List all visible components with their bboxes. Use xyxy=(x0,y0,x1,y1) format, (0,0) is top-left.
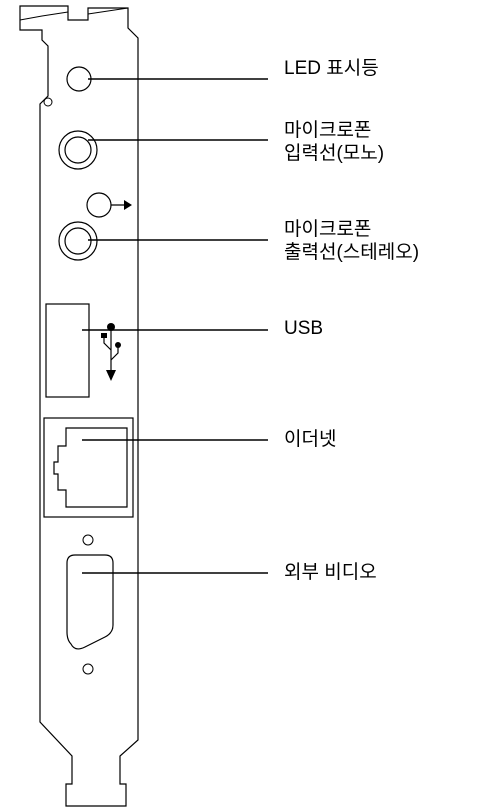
ethernet-port-outer xyxy=(43,417,134,518)
usb-trident-icon xyxy=(101,323,121,381)
video-screw-bottom xyxy=(82,663,94,675)
video-port xyxy=(66,554,114,650)
ethernet-label: 이더넷 xyxy=(284,429,337,450)
audio-out-arrow-icon xyxy=(86,192,132,218)
mic-out-label: 마이크로폰 출력선(스테레오) xyxy=(284,219,420,263)
mic-in-jack-outer xyxy=(58,130,98,170)
usb-label: USB xyxy=(284,318,324,339)
bracket-outline xyxy=(19,5,139,807)
led-label: LED 표시등 xyxy=(284,58,379,79)
bracket-notch xyxy=(43,97,53,107)
mic-out-jack-inner xyxy=(64,227,92,255)
mic-out-jack-outer xyxy=(58,221,98,261)
bracket-tab xyxy=(19,7,129,21)
ethernet-port-inner xyxy=(53,427,128,508)
video-screw-top xyxy=(82,534,94,546)
mic-in-jack-inner xyxy=(64,136,92,164)
usb-port xyxy=(45,303,90,398)
led-indicator xyxy=(66,66,92,92)
video-label: 외부 비디오 xyxy=(284,562,377,583)
mic-in-label: 마이크로폰 입력선(모노) xyxy=(284,120,385,164)
